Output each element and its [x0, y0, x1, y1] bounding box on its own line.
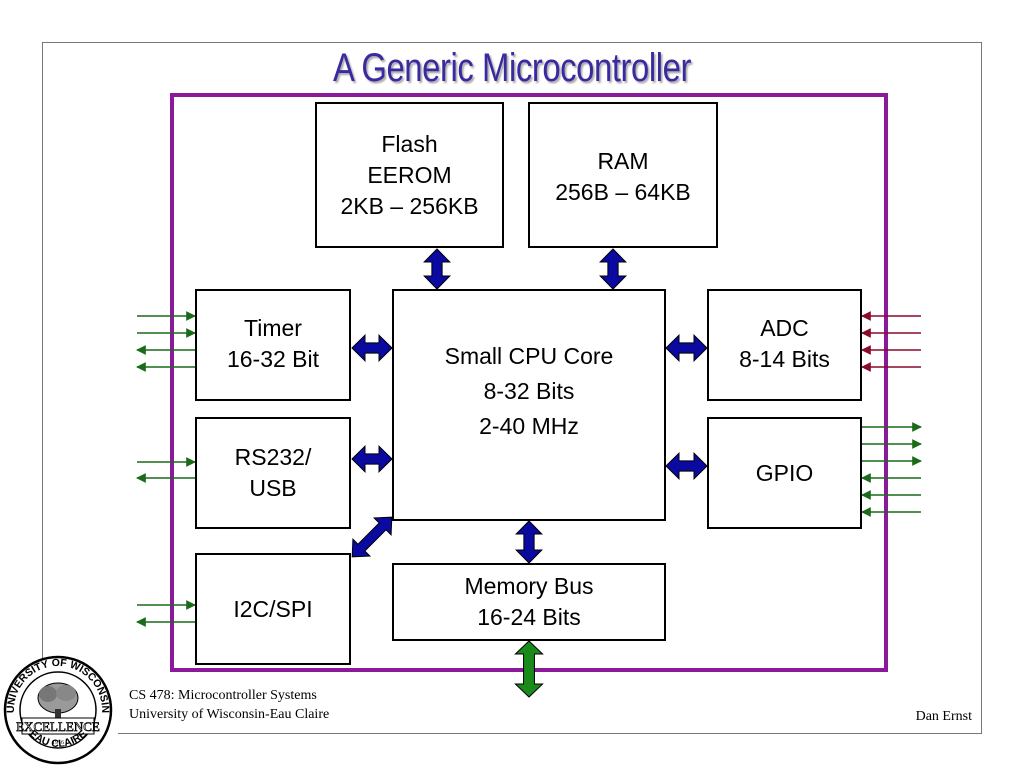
ram-block: RAM 256B – 64KB	[528, 102, 718, 248]
footer-course: CS 478: Microcontroller Systems	[129, 688, 317, 703]
footer-university: University of Wisconsin-Eau Claire	[129, 707, 330, 722]
membus-width: 16-24 Bits	[477, 604, 581, 630]
cpu-adc-bus-arrow	[665, 334, 708, 362]
university-seal-logo: EXCELLENCE 1916 UNIVERSITY OF WISCONSIN …	[3, 655, 113, 765]
rs232-label: RS232/	[234, 444, 312, 470]
adc-label: ADC	[760, 315, 809, 341]
i2c-label: I2C/SPI	[233, 595, 313, 622]
logo-banner-text: EXCELLENCE	[16, 719, 100, 734]
flash-cpu-bus-arrow	[423, 248, 451, 290]
cpu-label: Small CPU Core	[444, 343, 614, 369]
cpu-clock: 2-40 MHz	[479, 413, 579, 439]
cpu-gpio-bus-arrow	[665, 452, 708, 480]
ram-cpu-bus-arrow	[599, 248, 627, 290]
i2c-cpu-bus-arrow	[351, 516, 393, 558]
cpu-membus-bus-arrow	[515, 520, 543, 564]
svg-text:1916: 1916	[52, 740, 64, 746]
gpio-block: GPIO	[707, 417, 862, 529]
flash-eerom-block: Flash EEROM 2KB – 256KB	[315, 102, 504, 248]
footer-rule	[118, 733, 982, 734]
rs232-usb-block: RS232/ USB	[195, 417, 351, 529]
flash-type: EEROM	[367, 161, 452, 188]
cpu-width: 8-32 Bits	[483, 378, 575, 404]
footer-author: Dan Ernst	[915, 709, 972, 724]
bus-arrows	[351, 248, 708, 698]
timer-label: Timer	[244, 315, 302, 341]
timer-width: 16-32 Bit	[226, 346, 320, 372]
i2c-spi-block: I2C/SPI	[195, 553, 351, 665]
slide-frame	[42, 42, 982, 734]
slide-title: A Generic Microcontroller	[333, 46, 691, 90]
ram-size: 256B – 64KB	[555, 179, 691, 205]
membus-label: Memory Bus	[464, 573, 594, 599]
memory-bus-block: Memory Bus 16-24 Bits	[392, 563, 666, 641]
timer-block: Timer 16-32 Bit	[195, 289, 351, 401]
rs232-cpu-bus-arrow	[351, 445, 393, 473]
flash-label: Flash	[381, 130, 438, 157]
adc-block: ADC 8-14 Bits	[707, 289, 862, 401]
membus-external-arrow	[514, 640, 544, 698]
flash-size: 2KB – 256KB	[340, 192, 479, 219]
timer-cpu-bus-arrow	[351, 334, 393, 362]
cpu-core-block: Small CPU Core 8-32 Bits 2-40 MHz	[392, 289, 666, 521]
gpio-label: GPIO	[755, 459, 814, 486]
signal-arrows	[136, 311, 922, 627]
usb-label: USB	[249, 475, 297, 501]
adc-resolution: 8-14 Bits	[739, 346, 830, 372]
ram-label: RAM	[597, 148, 649, 174]
